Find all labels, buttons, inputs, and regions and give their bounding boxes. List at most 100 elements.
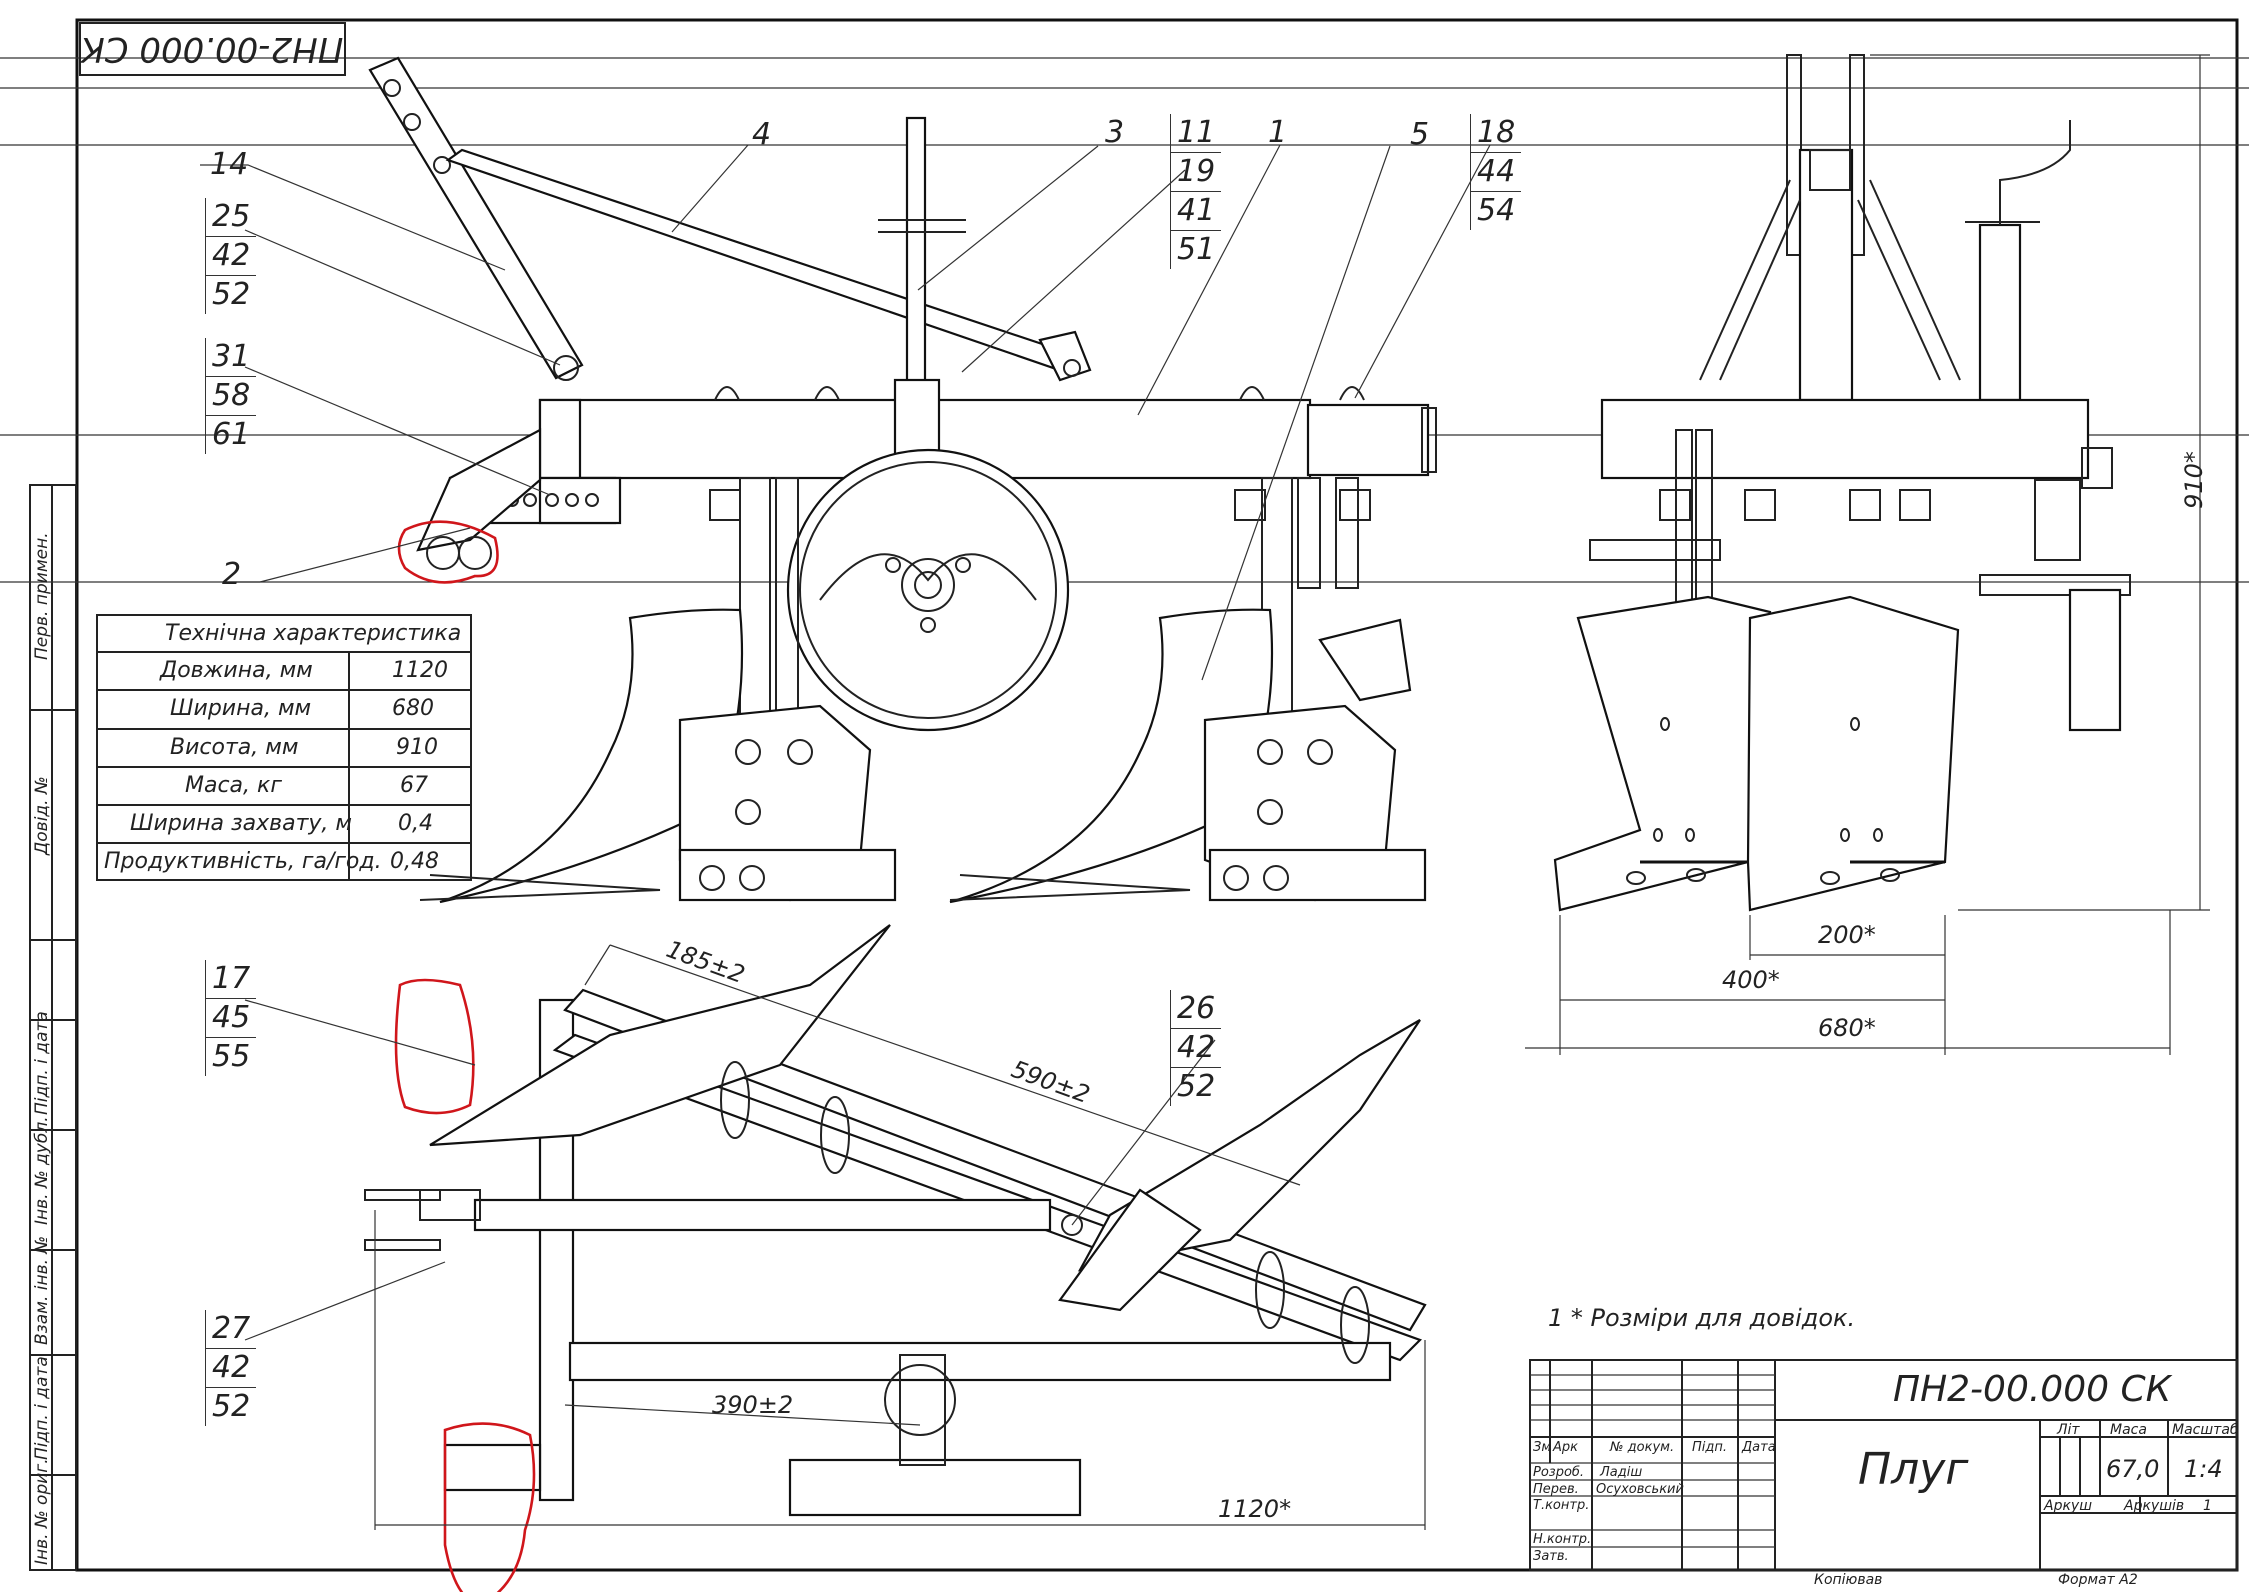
title-designation: ПН2-00.000 СК <box>1893 1369 2172 1410</box>
callout-27-stack: 27 42 52 <box>205 1310 257 1426</box>
spec-row-capture-value: 0,4 <box>398 811 433 836</box>
title-row-checked: Перев. <box>1533 1482 1579 1497</box>
title-sheets-value: 1 <box>2203 1498 2212 1514</box>
stamp-sprav-no: Довід. № <box>32 776 52 856</box>
callout-61: 61 <box>212 417 251 452</box>
callout-27-42: 42 <box>206 1349 257 1388</box>
spec-row-height-label: Висота, мм <box>170 735 299 760</box>
callout-26-stack: 26 42 52 <box>1170 990 1222 1106</box>
title-developer: Ладіш <box>1600 1465 1643 1480</box>
stamp-perv-primen: Перв. примен. <box>32 532 52 660</box>
dim-200: 200* <box>1818 921 1876 949</box>
plan-view <box>244 924 1427 1592</box>
callout-41: 41 <box>1171 192 1222 231</box>
callout-31: 31 <box>206 338 257 377</box>
mirrored-designation: ПН2-00.000 СК <box>79 29 344 69</box>
callout-42: 42 <box>206 237 257 276</box>
callout-58: 58 <box>206 377 257 416</box>
title-row-ncontrol: Н.контр. <box>1533 1532 1592 1547</box>
callout-19: 19 <box>1171 153 1222 192</box>
stamp-vzam-inv: Взам. інв. № <box>32 1236 52 1345</box>
side-view <box>1525 54 2210 1055</box>
callout-27: 27 <box>206 1310 257 1349</box>
title-col-doc: № докум. <box>1610 1440 1675 1455</box>
spec-table-title: Технічна характеристика <box>165 621 462 646</box>
drawing-note: 1 * Розміри для довідок. <box>1548 1304 1856 1332</box>
stamp-inv-dubl: Інв. № дубл. <box>32 1116 52 1225</box>
title-row-approved: Затв. <box>1533 1549 1569 1564</box>
spec-row-productivity-value: 0,48 <box>390 849 439 874</box>
spec-row-length-value: 1120 <box>392 658 448 683</box>
callout-52: 52 <box>212 277 251 312</box>
title-name: Плуг <box>1858 1444 1969 1495</box>
front-view <box>200 56 1491 904</box>
highlight-hitch-bolts <box>397 520 499 584</box>
title-mass-label: Маса <box>2110 1422 2147 1438</box>
spec-row-productivity-label: Продуктивність, га/год. <box>104 849 382 874</box>
title-col-sheet: Арк <box>1553 1440 1578 1455</box>
callout-26: 26 <box>1171 990 1222 1029</box>
callout-2: 2 <box>222 557 242 592</box>
title-row-tcontrol: Т.контр. <box>1533 1498 1590 1513</box>
title-format: Формат А2 <box>2058 1572 2138 1588</box>
title-col-date: Дата <box>1742 1440 1776 1455</box>
callout-26-52: 52 <box>1177 1069 1216 1104</box>
callout-17-stack: 17 45 55 <box>205 960 257 1076</box>
callout-44: 44 <box>1471 153 1522 192</box>
stamp-pidp-data-2: Підп. і дата <box>32 1356 52 1460</box>
spec-row-width-label: Ширина, мм <box>170 696 312 721</box>
dim-590: 590±2 <box>1007 1054 1094 1110</box>
highlight-pin-bottom <box>443 1422 536 1592</box>
stamp-inv-orig: Інв. № ориг. <box>32 1458 52 1565</box>
sheet-frame <box>0 18 2249 1572</box>
spec-table-grid <box>96 614 472 881</box>
title-copied: Копіював <box>1814 1572 1883 1588</box>
callout-25-stack: 25 42 52 <box>205 198 257 314</box>
callout-55: 55 <box>212 1039 251 1074</box>
spec-row-length-label: Довжина, мм <box>160 658 313 683</box>
title-row-developed: Розроб. <box>1533 1465 1585 1480</box>
spec-row-capture-label: Ширина захвату, м <box>130 811 353 836</box>
spec-row-mass-label: Маса, кг <box>185 773 282 798</box>
dim-910: 910* <box>2179 451 2208 509</box>
spec-row-mass-value: 67 <box>400 773 428 798</box>
title-block-grid <box>1529 1359 2238 1571</box>
callout-51: 51 <box>1177 232 1216 267</box>
callout-5: 5 <box>1410 117 1430 152</box>
callout-14: 14 <box>210 147 249 182</box>
highlight-pin-17 <box>394 978 475 1115</box>
callout-11-stack: 11 19 41 51 <box>1170 114 1222 269</box>
title-sheet-label: Аркуш <box>2044 1498 2093 1514</box>
callout-26-42: 42 <box>1171 1029 1222 1068</box>
title-sheets-label: Аркушів <box>2124 1498 2185 1514</box>
callout-27-52: 52 <box>212 1389 251 1424</box>
callout-18: 18 <box>1471 114 1522 153</box>
title-col-sign: Підп. <box>1692 1440 1728 1455</box>
spec-row-height-value: 910 <box>396 735 438 760</box>
title-checker: Осуховський <box>1596 1482 1684 1497</box>
dim-1120: 1120* <box>1218 1495 1292 1523</box>
title-litera-label: Літ <box>2057 1422 2080 1438</box>
callout-17: 17 <box>206 960 257 999</box>
dim-400: 400* <box>1722 966 1780 994</box>
mirrored-designation-box: ПН2-00.000 СК <box>79 22 346 76</box>
callout-45: 45 <box>206 999 257 1038</box>
callout-31-stack: 31 58 61 <box>205 338 257 454</box>
stamp-pidp-data-1: Підп. і дата <box>32 1011 52 1115</box>
callout-11: 11 <box>1171 114 1222 153</box>
callout-4: 4 <box>752 117 772 152</box>
title-col-change: Зм <box>1533 1440 1552 1455</box>
callout-25: 25 <box>206 198 257 237</box>
callout-54: 54 <box>1477 193 1516 228</box>
title-scale-label: Масштаб <box>2172 1422 2239 1438</box>
spec-row-width-value: 680 <box>392 696 434 721</box>
callout-3: 3 <box>1105 115 1125 150</box>
dim-185: 185±2 <box>662 934 749 990</box>
callout-1: 1 <box>1268 115 1288 150</box>
callout-18-stack: 18 44 54 <box>1470 114 1522 230</box>
title-scale-value: 1:4 <box>2184 1455 2223 1483</box>
dim-680: 680* <box>1818 1014 1876 1042</box>
dim-390: 390±2 <box>712 1391 794 1419</box>
title-mass-value: 67,0 <box>2106 1455 2160 1483</box>
